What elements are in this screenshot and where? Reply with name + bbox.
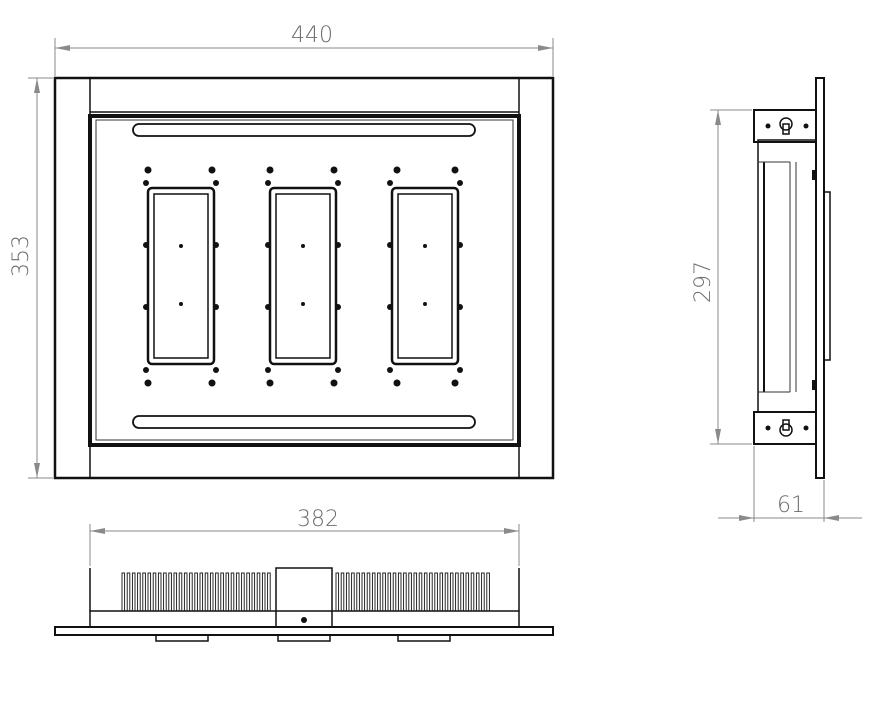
heat-sink-fin (261, 572, 266, 612)
heat-sink-fin (121, 572, 126, 612)
heat-sink-fin (230, 572, 235, 612)
heat-sink-fin (220, 572, 224, 612)
dim-height: 353 (9, 77, 53, 479)
heat-sink-fin (366, 572, 371, 612)
heat-sink-fin (142, 572, 146, 612)
heat-sink-fin (335, 572, 340, 612)
front-outer-frame (53, 76, 555, 480)
dim-side-height-label: 297 (691, 261, 716, 303)
heat-sink-fin (356, 572, 360, 612)
led-module-2 (265, 166, 341, 387)
heat-sink-fin (371, 572, 376, 612)
dim-bottom-width-label: 382 (297, 507, 339, 532)
heat-sink-fin (215, 572, 219, 612)
led-module-1 (143, 166, 219, 387)
heat-sink-fin (408, 572, 412, 612)
dim-width-label: 440 (291, 23, 333, 48)
front-inner-panel (88, 114, 521, 447)
heat-sink-fin (429, 572, 433, 612)
heat-sink-fin (455, 572, 459, 612)
heat-sink-fin (403, 572, 407, 612)
heat-sink-fin (475, 572, 480, 612)
bottom-view (54, 567, 554, 642)
heat-sink-fin (147, 572, 152, 612)
dim-depth: 61 (718, 446, 862, 522)
heat-sink-fin (377, 572, 381, 612)
heat-sink-fin (251, 572, 256, 612)
heat-sink-fin (246, 572, 250, 612)
heat-sink-fin (397, 572, 402, 612)
heat-sink-fin (423, 572, 428, 612)
heat-sink-fin (126, 572, 131, 612)
heat-sink-fin (434, 572, 438, 612)
heat-sink-fin (183, 572, 188, 612)
heat-sink-fin (465, 572, 470, 612)
side-view (753, 77, 831, 479)
bottom-center-box (275, 567, 333, 628)
heat-sink-fin (382, 572, 386, 612)
dim-bottom-width: 382 (89, 507, 520, 566)
heat-sink-fin (241, 572, 245, 612)
heat-sink-fin (361, 572, 366, 612)
bottom-slot (132, 415, 476, 429)
heat-sink-fin (413, 572, 418, 612)
dim-width: 440 (54, 23, 554, 76)
heat-sink-fin (470, 572, 475, 612)
top-slot (132, 123, 476, 137)
front-view (53, 76, 555, 480)
heat-sink-fin (444, 572, 449, 612)
heat-sink-fin (449, 572, 454, 612)
heat-sink-fin (267, 572, 271, 612)
heat-sink-fin (256, 572, 261, 612)
heat-sink-fin (168, 572, 172, 612)
dim-height-label: 353 (9, 235, 34, 277)
heat-sink-fin (178, 572, 183, 612)
dim-depth-label: 61 (777, 493, 805, 518)
heat-sink-fin (345, 572, 350, 612)
side-bracket-top (753, 109, 817, 143)
heat-sink-fin (235, 572, 240, 612)
heat-sink-fin (152, 572, 157, 612)
heat-sink-fin (131, 572, 136, 612)
heat-sink-fin (481, 572, 485, 612)
heat-sink-fin (225, 572, 230, 612)
dim-side-height: 297 (691, 109, 752, 445)
heat-sink-fin (173, 572, 178, 612)
heat-sink-fin (137, 572, 141, 612)
heat-sink-fin (204, 572, 209, 612)
led-module-3 (387, 166, 463, 387)
heat-sink-fin (157, 572, 162, 612)
heat-sink-fins (121, 572, 490, 612)
heat-sink-fin (387, 572, 392, 612)
side-bracket-bottom (753, 411, 817, 445)
heat-sink-fin (199, 572, 204, 612)
heat-sink-fin (189, 572, 193, 612)
heat-sink-fin (460, 572, 464, 612)
heat-sink-fin (486, 572, 490, 612)
heat-sink-fin (163, 572, 167, 612)
heat-sink-fin (351, 572, 355, 612)
heat-sink-fin (439, 572, 444, 612)
heat-sink-fin (194, 572, 198, 612)
heat-sink-fin (209, 572, 214, 612)
heat-sink-fin (340, 572, 345, 612)
heat-sink-fin (418, 572, 423, 612)
bottom-base-plate (54, 626, 554, 636)
heat-sink-fin (392, 572, 397, 612)
